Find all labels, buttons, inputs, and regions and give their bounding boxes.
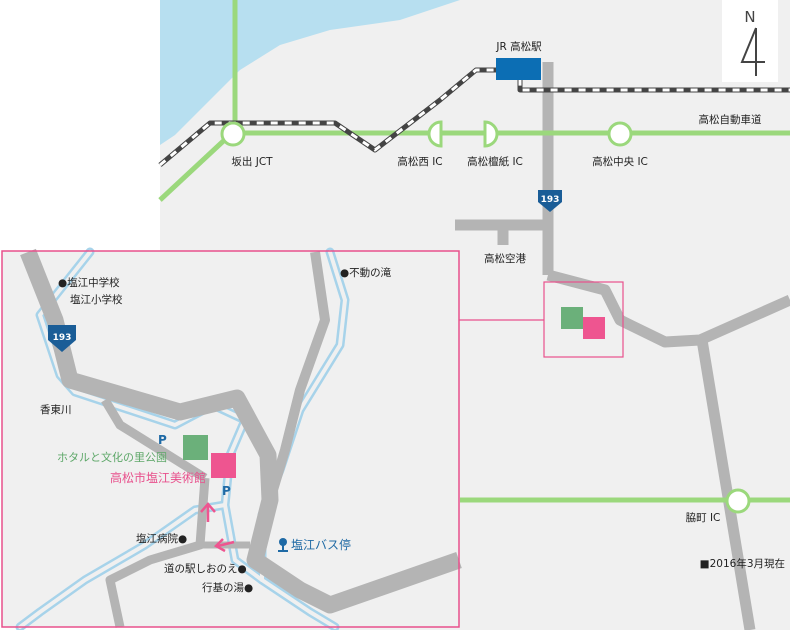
wakimachi-ic-label: 脇町 IC [686, 512, 721, 524]
museum-marker-main [583, 317, 605, 339]
sakaide-jct-label: 坂出 JCT [231, 155, 273, 168]
access-arrow-up-icon [200, 502, 216, 522]
jr-station-marker [496, 58, 541, 80]
jr-railway [158, 67, 790, 167]
access-arrow-left-icon [213, 538, 235, 553]
route-number-main: 193 [541, 195, 560, 205]
park-marker [183, 435, 208, 460]
nishi-ic-marker [427, 120, 443, 148]
parking-label-2: P [222, 484, 231, 498]
route-shield-main: 193 [538, 190, 562, 212]
station-label: JR 高松駅 [495, 40, 542, 53]
bus-stop-label: 塩江バス停 [291, 537, 351, 552]
as-of-note: ■2016年3月現在 [700, 557, 785, 570]
park-label: ホタルと文化の里公園 [57, 450, 167, 464]
north-letter: N [744, 8, 755, 26]
park-marker-main [561, 307, 583, 329]
interchange-markers [220, 120, 751, 514]
inset-map: 193 ●塩江中学校 塩江小学校 ●不動の滝 香東川 P P ホタルと文化の里公… [1, 247, 462, 630]
middle-school-label: ●塩江中学校 [58, 276, 120, 289]
hospital-label: 塩江病院● [136, 532, 187, 545]
museum-label: 高松市塩江美術館 [110, 470, 206, 485]
wakimachi-ic-marker [725, 488, 751, 514]
chuo-ic-marker [607, 121, 633, 147]
inset-map-land [2, 251, 459, 627]
elementary-school-label: 塩江小学校 [70, 293, 123, 306]
airport-label: 高松空港 [484, 252, 526, 265]
parking-label-1: P [158, 433, 167, 447]
nishi-ic-label: 高松西 IC [397, 155, 442, 168]
hot-spring-label: 行基の湯● [202, 581, 253, 594]
expressway-label: 高松自動車道 [699, 113, 762, 126]
danshi-ic-marker [483, 120, 499, 148]
bus-stop-icon [278, 538, 288, 552]
roadside-station-label: 道の駅しおのえ● [164, 562, 247, 575]
sakaide-jct-marker [220, 121, 246, 147]
danshi-ic-label: 高松檀紙 IC [467, 155, 523, 168]
north-arrow-icon: N [722, 0, 778, 82]
local-roads [455, 62, 790, 630]
river-label: 香東川 [40, 403, 72, 416]
museum-marker [211, 453, 236, 478]
route-shield-inset: 193 [48, 325, 76, 352]
inset-roads [20, 248, 462, 628]
inset-border [1, 250, 460, 628]
waterfall-label: ●不動の滝 [340, 266, 392, 279]
route-number-inset: 193 [53, 333, 72, 343]
chuo-ic-label: 高松中央 IC [592, 155, 648, 168]
